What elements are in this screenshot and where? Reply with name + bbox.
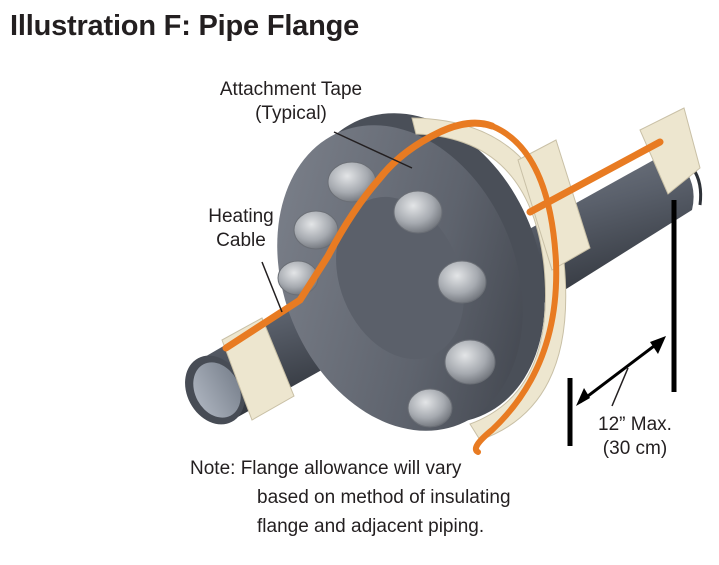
bolt-nut xyxy=(444,339,496,385)
bolt-nut xyxy=(393,190,443,234)
bolt-nut xyxy=(407,388,453,428)
flange-bolts xyxy=(277,161,496,428)
attachment-tape-label: Attachment Tape (Typical) xyxy=(188,78,394,126)
flange-center xyxy=(336,196,464,360)
note-line2: based on method of insulating xyxy=(257,487,511,508)
heating-cable-label-line2: Cable xyxy=(216,230,266,251)
dimension-label-line1: 12” Max. xyxy=(598,414,672,435)
attachment-tape-leader xyxy=(333,131,413,169)
dimension-label: 12” Max. (30 cm) xyxy=(580,413,690,461)
note-line1: Note: Flange allowance will vary xyxy=(190,458,462,479)
bolt-nut xyxy=(437,260,487,304)
heating-cable-label-line1: Heating xyxy=(208,206,274,227)
heating-cable-label: Heating Cable xyxy=(188,205,294,253)
note-line3: flange and adjacent piping. xyxy=(257,516,485,537)
dimension-marker xyxy=(567,200,677,446)
bolt-nut xyxy=(293,210,339,250)
heating-cable xyxy=(222,119,664,455)
attachment-tape-label-line2: (Typical) xyxy=(255,103,327,124)
attachment-tape-label-line1: Attachment Tape xyxy=(219,79,363,100)
heating-cable-leader xyxy=(261,261,283,313)
page-title: Illustration F: Pipe Flange xyxy=(10,10,360,42)
flange-note: Note: Flange allowance will vary based o… xyxy=(190,454,511,541)
dimension-label-line2: (30 cm) xyxy=(602,438,668,459)
